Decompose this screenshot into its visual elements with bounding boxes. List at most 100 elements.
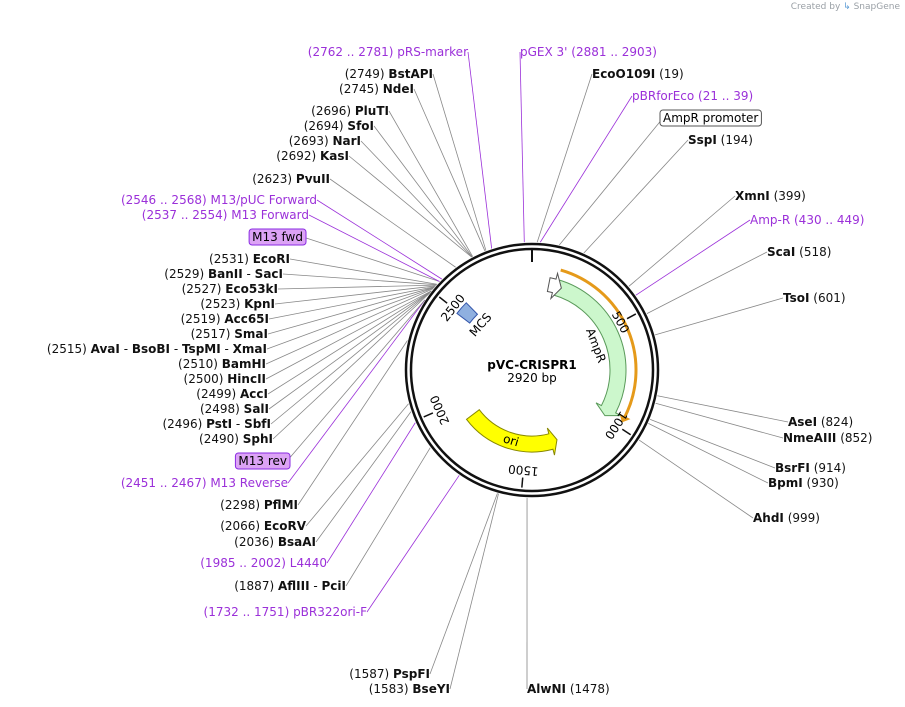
site-label-tsoi-name: TsoI xyxy=(783,291,809,305)
plasmid-name: pVC-CRISPR1 xyxy=(487,358,576,372)
site-label-pbrforeco[interactable]: pBRforEco (21 .. 39) xyxy=(632,89,753,103)
site-label-bstapi-name: BstAPI xyxy=(388,67,433,81)
site-label-m13-fwd[interactable]: M13 fwd xyxy=(252,230,303,244)
site-label-bamhi[interactable]: (2510) BamHI xyxy=(178,357,266,371)
site-label-kpni-position: (2523) xyxy=(200,297,244,311)
site-label-pflmi[interactable]: (2298) PflMI xyxy=(220,498,298,512)
mcs-feature[interactable] xyxy=(456,302,479,324)
site-label-m13-puc-forward[interactable]: (2546 .. 2568) M13/pUC Forward xyxy=(121,193,317,207)
site-label-pbrforeco-name: pBRforEco xyxy=(632,89,694,103)
site-label-sfoi[interactable]: (2694) SfoI xyxy=(304,119,374,133)
tick-mark xyxy=(438,296,448,304)
credit-brand: SnapGene xyxy=(853,2,900,12)
site-label-ecoo109i[interactable]: EcoO109I (19) xyxy=(592,67,684,81)
site-label-alwni[interactable]: AlwNI (1478) xyxy=(527,682,610,696)
site-label-avai[interactable]: (2515) AvaI - BsoBI - TspMI - XmaI xyxy=(47,342,267,356)
site-label-ecoo109i-name: EcoO109I xyxy=(592,67,655,81)
site-label-asei[interactable]: AseI (824) xyxy=(788,415,853,429)
site-label-eco53ki[interactable]: (2527) Eco53kI xyxy=(182,282,278,296)
leader-sali xyxy=(268,290,432,410)
site-label-prs-marker[interactable]: (2762 .. 2781) pRS-marker xyxy=(308,45,468,59)
site-label-prs-marker-position: (2762 .. 2781) xyxy=(308,45,398,59)
feature-tag-m13-rev[interactable]: M13 rev xyxy=(238,454,287,468)
site-label-bsrfi[interactable]: BsrFI (914) xyxy=(775,461,846,475)
site-label-sfoi-name: SfoI xyxy=(347,119,374,133)
site-label-m13-reverse[interactable]: (2451 .. 2467) M13 Reverse xyxy=(121,476,288,490)
ampr-promoter-arrow[interactable] xyxy=(546,271,562,301)
leader-bstapi xyxy=(432,73,487,251)
site-label-bsaai[interactable]: (2036) BsaAI xyxy=(234,535,316,549)
site-label-acc65i[interactable]: (2519) Acc65I xyxy=(181,312,269,326)
site-label-hincii-position: (2500) xyxy=(184,372,228,386)
site-label-psti-extra: SbfI xyxy=(244,417,271,431)
leader-asei xyxy=(657,395,789,423)
site-label-bpmi[interactable]: BpmI (930) xyxy=(768,476,839,490)
feature-tag-ampr-promoter[interactable]: AmpR promoter xyxy=(663,111,758,125)
ori-label: ori xyxy=(501,431,520,449)
site-label-bseyi[interactable]: (1583) BseYI xyxy=(369,682,450,696)
site-label-banii[interactable]: (2529) BanII - SacI xyxy=(164,267,283,281)
site-label-nmeaiii[interactable]: NmeAIII (852) xyxy=(783,431,872,445)
site-label-pgex-3[interactable]: pGEX 3' (2881 .. 2903) xyxy=(520,45,657,59)
site-label-avai-extra: BsoBI xyxy=(132,342,170,356)
site-label-sphi[interactable]: (2490) SphI xyxy=(199,432,273,446)
site-label-l4440-position: (1985 .. 2002) xyxy=(200,556,290,570)
site-label-pspfi-position: (1587) xyxy=(349,667,393,681)
site-label-alwni-name: AlwNI xyxy=(527,682,566,696)
site-label-tsoi[interactable]: TsoI (601) xyxy=(783,291,846,305)
site-label-acci[interactable]: (2499) AccI xyxy=(196,387,268,401)
site-label-ecorv[interactable]: (2066) EcoRV xyxy=(220,519,307,533)
site-label-sali[interactable]: (2498) SalI xyxy=(200,402,269,416)
site-label-ampr-promoter[interactable]: AmpR promoter xyxy=(663,111,758,125)
site-label-sspi[interactable]: SspI (194) xyxy=(688,133,753,147)
site-label-afliii[interactable]: (1887) AflIII - PciI xyxy=(234,579,346,593)
leader-ampr-promoter xyxy=(559,117,664,246)
site-label-sspi-name: SspI xyxy=(688,133,717,147)
site-label-pvuii[interactable]: (2623) PvuII xyxy=(252,172,330,186)
leader-m13-forward xyxy=(308,214,440,282)
site-label-ahdi[interactable]: AhdI (999) xyxy=(753,511,820,525)
site-label-scai[interactable]: ScaI (518) xyxy=(767,245,831,259)
site-label-smai[interactable]: (2517) SmaI xyxy=(191,327,268,341)
site-label-pbr322ori-f-name: pBR322ori-F xyxy=(293,605,367,619)
ampr-orf-arrowhead xyxy=(619,413,631,423)
site-label-xmni[interactable]: XmnI (399) xyxy=(735,189,806,203)
site-label-pbr322ori-f[interactable]: (1732 .. 1751) pBR322ori-F xyxy=(204,605,368,619)
site-label-m13-rev[interactable]: M13 rev xyxy=(238,454,287,468)
ampr-feature-arrow[interactable] xyxy=(552,279,627,417)
site-label-bstapi[interactable]: (2749) BstAPI xyxy=(345,67,433,81)
site-label-ndei[interactable]: (2745) NdeI xyxy=(339,82,414,96)
leader-afliii xyxy=(345,447,431,587)
site-label-l4440[interactable]: (1985 .. 2002) L4440 xyxy=(200,556,327,570)
site-label-bsaai-position: (2036) xyxy=(234,535,278,549)
site-label-psti[interactable]: (2496) PstI - SbfI xyxy=(162,417,271,431)
site-label-ecorv-name: EcoRV xyxy=(264,519,307,533)
site-label-m13-reverse-name: M13 Reverse xyxy=(210,476,288,490)
site-label-amp-r[interactable]: Amp-R (430 .. 449) xyxy=(750,213,864,227)
site-label-avai-name: AvaI xyxy=(91,342,120,356)
site-label-m13-forward[interactable]: (2537 .. 2554) M13 Forward xyxy=(142,208,309,222)
site-label-nari[interactable]: (2693) NarI xyxy=(289,134,361,148)
site-label-pspfi[interactable]: (1587) PspFI xyxy=(349,667,430,681)
site-label-kpni[interactable]: (2523) KpnI xyxy=(200,297,275,311)
site-label-pluti-name: PluTI xyxy=(355,104,389,118)
leader-ecorv xyxy=(305,403,409,527)
leader-bsrfi xyxy=(649,418,776,469)
tick-mark xyxy=(621,428,632,436)
site-label-kasi[interactable]: (2692) KasI xyxy=(276,149,349,163)
leader-ahdi xyxy=(638,439,754,519)
site-label-hincii[interactable]: (2500) HincII xyxy=(184,372,266,386)
site-label-sphi-name: SphI xyxy=(243,432,273,446)
ori-feature-arrow[interactable] xyxy=(465,409,558,456)
site-label-psti-separator: - xyxy=(232,417,244,431)
site-label-sali-position: (2498) xyxy=(200,402,244,416)
site-label-pluti[interactable]: (2696) PluTI xyxy=(311,104,389,118)
site-label-ecori[interactable]: (2531) EcoRI xyxy=(209,252,290,266)
site-label-kasi-position: (2692) xyxy=(276,149,320,163)
leader-m13-reverse xyxy=(287,299,426,484)
site-label-acc65i-name: Acc65I xyxy=(224,312,269,326)
site-label-nari-name: NarI xyxy=(332,134,361,148)
feature-tag-m13-fwd[interactable]: M13 fwd xyxy=(252,230,303,244)
